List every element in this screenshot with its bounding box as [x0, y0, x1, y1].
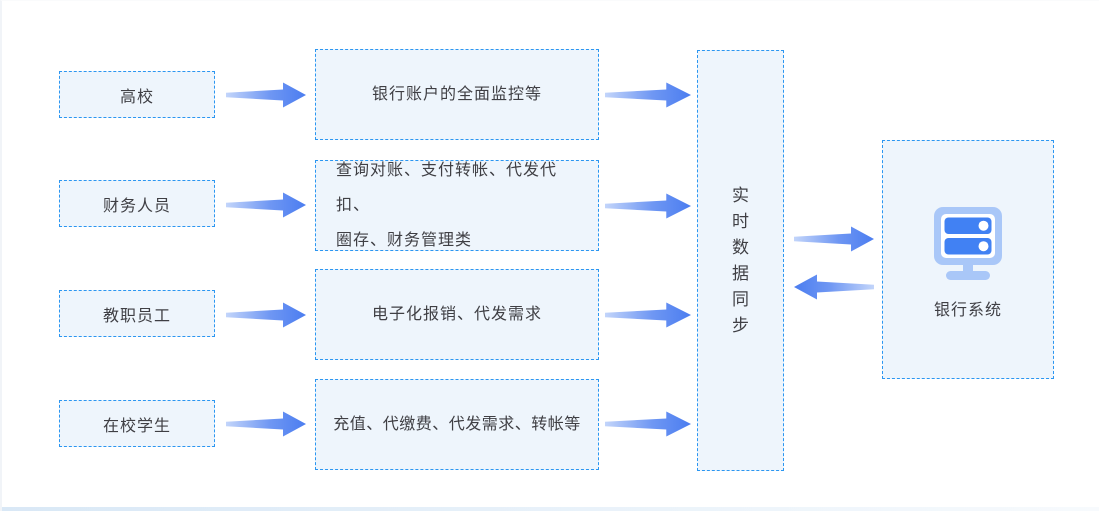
bottom-edge-strip	[2, 507, 1099, 511]
service-box-reimbursement: 电子化报销、代发需求	[315, 269, 599, 360]
arrow-right-icon	[605, 82, 691, 108]
role-label: 高校	[119, 88, 154, 106]
bank-system-box: 银行系统	[882, 140, 1054, 379]
arrow-right-icon	[605, 411, 691, 437]
service-box-account-monitoring: 银行账户的全面监控等	[315, 49, 599, 140]
arrow-right-icon	[794, 226, 874, 252]
arrow-right-icon	[605, 302, 691, 328]
service-label: 电子化报销、代发需求	[371, 306, 542, 323]
arrow-right-icon	[226, 411, 306, 437]
service-label: 银行账户的全面监控等	[371, 86, 542, 103]
realtime-sync-label: 实时数据同步	[732, 185, 749, 335]
arrow-left-icon	[794, 274, 874, 300]
role-label: 教职员工	[102, 307, 171, 325]
arrow-right-icon	[226, 302, 306, 328]
server-icon	[929, 207, 1007, 282]
arrow-right-icon	[226, 192, 306, 218]
realtime-sync-box: 实时数据同步	[697, 50, 784, 471]
arrow-right-icon	[605, 193, 691, 219]
role-box-faculty-staff: 教职员工	[59, 290, 215, 337]
service-label-line2: 圈存、财务管理类	[336, 232, 473, 249]
role-label: 在校学生	[102, 417, 171, 435]
bank-system-label: 银行系统	[933, 302, 1002, 319]
service-label: 充值、代缴费、代发需求、转帐等	[333, 416, 581, 433]
service-box-finance-functions: 查询对账、支付转帐、代发代扣、 圈存、财务管理类	[315, 160, 599, 251]
role-box-finance-staff: 财务人员	[59, 180, 215, 227]
arrow-right-icon	[226, 82, 306, 108]
service-label-line1: 查询对账、支付转帐、代发代扣、	[336, 162, 558, 214]
role-label: 财务人员	[102, 197, 171, 215]
role-box-university: 高校	[59, 71, 215, 118]
role-box-students: 在校学生	[59, 400, 215, 447]
service-box-student-payments: 充值、代缴费、代发需求、转帐等	[315, 379, 599, 470]
